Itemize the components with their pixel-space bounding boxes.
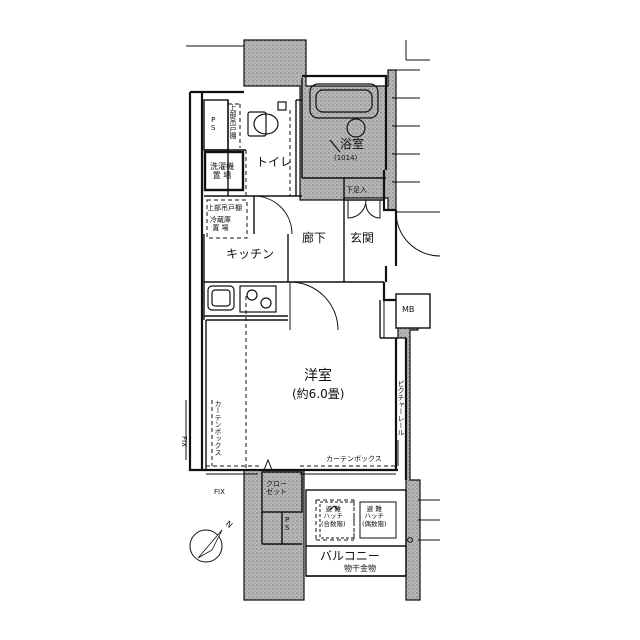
windows bbox=[185, 400, 399, 475]
toilet-fixture bbox=[247, 101, 287, 137]
hatch-1-label: 避 難 ハッチ (合数階) bbox=[321, 505, 346, 528]
bathroom-size: (1014) bbox=[334, 154, 358, 162]
hatch-boxes bbox=[319, 501, 397, 539]
balcony-drying-label: 物干金物 bbox=[344, 564, 376, 573]
ps-bottom-label: P S bbox=[285, 516, 290, 533]
interior-walls bbox=[203, 78, 431, 577]
fix-left-label: FIX bbox=[180, 436, 189, 447]
balcony-label: バルコニー bbox=[320, 549, 380, 563]
shoe-cabinet-label: 下足入 bbox=[346, 186, 367, 194]
curtain-box-v-label: カーテンボックス bbox=[214, 400, 223, 456]
kitchen-label: キッチン bbox=[226, 247, 275, 261]
closet-label: クロー ゼット bbox=[266, 480, 287, 497]
western-room-label: 洋室 bbox=[304, 368, 332, 384]
kitchen-fixtures bbox=[207, 285, 277, 313]
bathroom-label: 浴室 bbox=[340, 137, 365, 151]
western-room-size: (約6.0畳) bbox=[292, 387, 345, 401]
upper-cabinet-toilet-label: 上部吊戸棚 bbox=[229, 104, 238, 139]
upper-cabinet-kitchen-label: 上部吊戸棚 bbox=[207, 204, 242, 212]
washer-label: 洗濯機 置 場 bbox=[210, 162, 234, 181]
exterior-walls bbox=[243, 39, 421, 601]
ps-top-label: P S bbox=[211, 116, 216, 133]
fridge-label: 冷蔵庫 置 場 bbox=[210, 216, 231, 233]
doors bbox=[253, 195, 441, 338]
toilet-label: トイレ bbox=[256, 155, 293, 169]
hatch-2-label: 避 難 ハッチ (偶数階) bbox=[362, 505, 387, 528]
picture-rail-label: ピクチャーレール bbox=[397, 380, 406, 436]
fix-bottom-label: FIX bbox=[214, 488, 225, 496]
compass bbox=[189, 529, 223, 563]
dashed-lines bbox=[206, 103, 406, 541]
small-marks bbox=[263, 458, 413, 543]
bathtub bbox=[309, 83, 379, 153]
stair-lines bbox=[186, 40, 440, 541]
mb-label: MB bbox=[402, 305, 415, 314]
hallway-label: 廊下 bbox=[302, 231, 327, 245]
entrance-label: 玄関 bbox=[350, 231, 375, 245]
curtain-box-h-label: カーテンボックス bbox=[326, 455, 382, 463]
